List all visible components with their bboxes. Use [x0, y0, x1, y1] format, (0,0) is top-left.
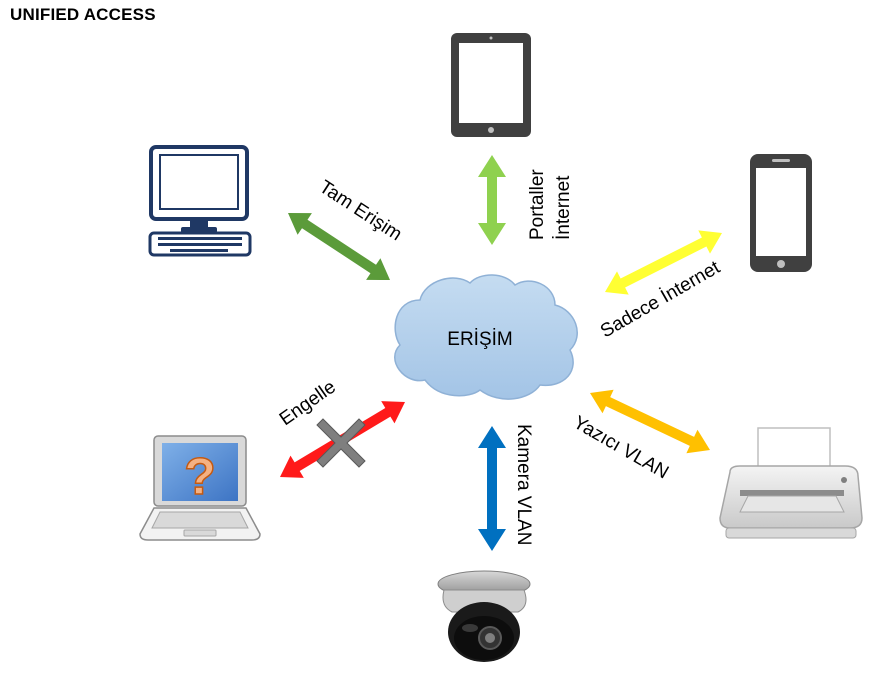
blocked-x-icon [316, 418, 366, 468]
tablet-icon [451, 33, 531, 137]
portaller-label: Portaller [527, 169, 548, 240]
desktop-icon [148, 145, 252, 257]
access-cloud: ERİŞİM [394, 274, 578, 400]
internet-label: İnternet [553, 175, 574, 240]
arrow-phone [605, 230, 722, 295]
question-mark-icon: ? [184, 448, 216, 506]
arrow-desktop [288, 213, 390, 280]
cloud-label: ERİŞİM [447, 329, 512, 350]
engelle-label: Engelle [276, 377, 340, 431]
arrow-camera [478, 426, 506, 551]
arrow-printer [590, 389, 710, 454]
page-title: UNIFIED ACCESS [10, 5, 156, 24]
laptop-icon: ? [139, 435, 261, 541]
smartphone-icon [750, 154, 812, 272]
arrow-tablet [478, 155, 506, 245]
printer-icon [719, 427, 863, 539]
kamera-vlan-label: Kamera VLAN [513, 424, 534, 545]
camera-icon [437, 570, 531, 662]
